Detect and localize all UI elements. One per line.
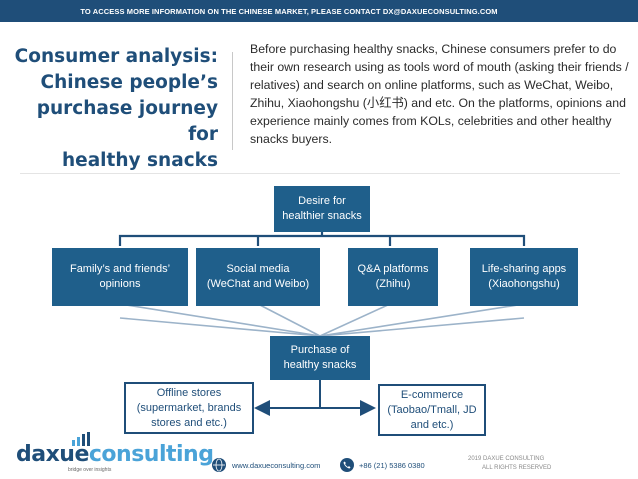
converge-line-5 — [119, 317, 321, 337]
node-offline-stores: Offline stores (supermarket, brands stor… — [124, 382, 254, 434]
footer-copyright: 2019 DAXUE CONSULTING ALL RIGHTS RESERVE… — [468, 455, 588, 473]
node-ecommerce: E-commerce (Taobao/Tmall, JD and etc.) — [378, 384, 486, 436]
node-life-line-2: (Xiaohongshu) — [488, 278, 560, 290]
node-social-media: Social media (WeChat and Weibo) — [196, 248, 320, 306]
node-life-sharing: Life-sharing apps (Xiaohongshu) — [470, 248, 578, 306]
logo-wordmark: daxueconsulting — [16, 442, 214, 467]
title-line-1: Consumer analysis: — [14, 46, 218, 67]
title-divider — [232, 52, 233, 150]
footer-phone[interactable]: +86 (21) 5386 0380 — [340, 458, 425, 472]
node-ecommerce-line-3: and etc.) — [410, 418, 454, 431]
node-life-line-1: Life-sharing apps — [481, 263, 567, 275]
intro-paragraph: Before purchasing healthy snacks, Chines… — [250, 42, 629, 146]
converge-line-4 — [319, 303, 525, 337]
copyright-line-2: ALL RIGHTS RESERVED — [482, 465, 552, 471]
node-family-line-2: opinions — [99, 278, 141, 290]
node-qa-platforms: Q&A platforms (Zhihu) — [348, 248, 438, 306]
bracket-top — [118, 234, 526, 246]
logo-tagline: bridge over insights — [68, 467, 112, 473]
node-social-line-1: Social media — [226, 263, 290, 275]
node-desire: Desire for healthier snacks — [274, 186, 370, 232]
node-offline-line-1: Offline stores — [156, 386, 222, 399]
converge-line-2 — [257, 303, 321, 337]
converge-line-1 — [119, 303, 321, 337]
title-line-2: Chinese people’s — [40, 72, 218, 93]
phone-icon — [340, 458, 354, 472]
phone-number[interactable]: +86 (21) 5386 0380 — [359, 460, 425, 470]
title-line-4: healthy snacks — [61, 150, 218, 171]
node-ecommerce-line-2: (Taobao/Tmall, JD — [387, 403, 477, 416]
node-purchase: Purchase of healthy snacks — [270, 336, 370, 380]
node-purchase-line-1: Purchase of — [290, 344, 350, 356]
copyright-line-1: 2019 DAXUE CONSULTING — [468, 456, 545, 462]
daxue-logo: daxueconsulting bridge over insights — [16, 432, 214, 473]
node-ecommerce-line-1: E-commerce — [400, 388, 464, 401]
node-social-line-2: (WeChat and Weibo) — [206, 278, 310, 290]
converge-line-3 — [319, 303, 391, 337]
node-qa-line-1: Q&A platforms — [357, 263, 429, 275]
website-link[interactable]: www.daxueconsulting.com — [232, 460, 321, 470]
header-rule — [20, 173, 620, 174]
logo-part-1: daxue — [16, 442, 89, 467]
page-title: Consumer analysis: Chinese people’s purc… — [4, 44, 218, 174]
node-family-friends: Family’s and friends’ opinions — [52, 248, 188, 306]
title-line-3: purchase journey for — [36, 98, 218, 145]
node-desire-line-2: healthier snacks — [282, 210, 362, 222]
node-desire-line-1: Desire for — [298, 195, 346, 207]
footer-website[interactable]: www.daxueconsulting.com — [212, 458, 320, 472]
logo-part-2: consulting — [88, 442, 214, 467]
node-offline-line-2: (supermarket, brands — [136, 401, 242, 414]
node-family-line-1: Family’s and friends’ — [69, 263, 171, 275]
logo-bars-icon — [72, 432, 90, 446]
node-offline-line-3: stores and etc.) — [151, 416, 227, 429]
converge-line-6 — [319, 317, 525, 337]
node-qa-line-2: (Zhihu) — [375, 278, 411, 290]
globe-icon — [212, 458, 226, 472]
top-banner: TO ACCESS MORE INFORMATION ON THE CHINES… — [0, 0, 638, 22]
node-purchase-line-2: healthy snacks — [283, 359, 357, 371]
